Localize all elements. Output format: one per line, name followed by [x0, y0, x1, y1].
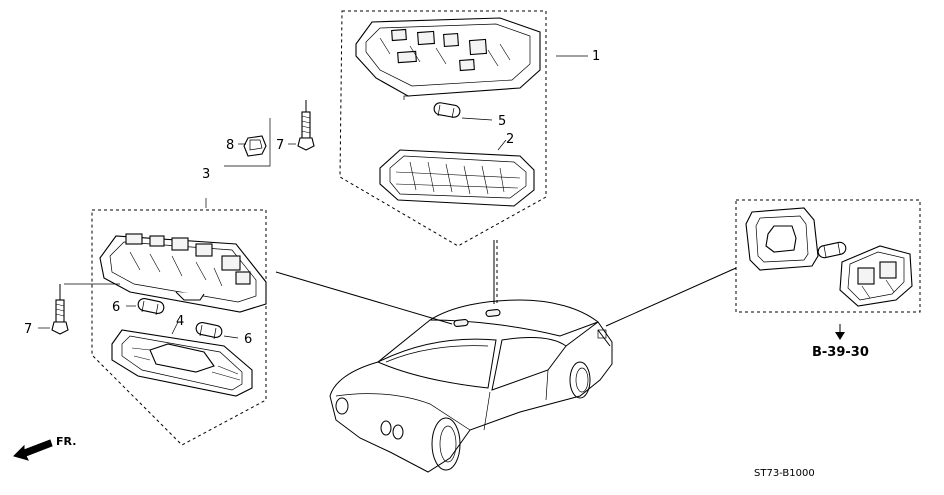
- screw-7-upper: [297, 100, 315, 151]
- lens-4: [111, 329, 253, 397]
- roof-light-location: [485, 309, 501, 317]
- diagram-code: ST73-B1000: [754, 468, 815, 479]
- callout-4: 4: [176, 314, 184, 329]
- right-assembly-outline: [735, 199, 921, 313]
- callout-2: 2: [506, 132, 514, 147]
- trunk-light-lens: [745, 207, 819, 271]
- callout-7-upper: 7: [276, 138, 284, 153]
- screw-7-lower: [51, 284, 69, 335]
- car-outline: [329, 299, 613, 473]
- bulb-5: [433, 102, 461, 119]
- top-light-assembly: [339, 10, 588, 247]
- callout-6-right: 6: [244, 332, 252, 347]
- map-light-housing: [99, 233, 267, 313]
- trunk-light-assembly: [735, 199, 921, 340]
- map-light-location: [453, 319, 469, 327]
- top-assembly-outline: [339, 10, 547, 247]
- front-direction-arrow: [13, 439, 53, 461]
- callout-8: 8: [226, 138, 234, 153]
- callout-3: 3: [202, 167, 210, 182]
- front-label: FR.: [56, 435, 76, 448]
- left-to-car-leader: [275, 271, 453, 325]
- left-light-assembly: [38, 198, 267, 446]
- trunk-light-bulb: [817, 241, 847, 259]
- callout-6-left: 6: [112, 300, 120, 315]
- bulb-6-right: [195, 321, 223, 340]
- car-to-trunk-leader: [605, 267, 737, 327]
- lens-2: [379, 149, 535, 207]
- callout-7-lower: 7: [24, 322, 32, 337]
- reference-label: B-39-30: [812, 345, 869, 360]
- roof-light-base: [355, 17, 541, 97]
- callout-1: 1: [592, 49, 600, 64]
- fastener-group: [224, 100, 315, 167]
- left-assembly-outline: [91, 209, 267, 446]
- callout-5: 5: [498, 114, 506, 129]
- nut-8: [243, 135, 267, 157]
- trunk-light-housing: [839, 245, 913, 307]
- bulb-6-left: [137, 297, 165, 316]
